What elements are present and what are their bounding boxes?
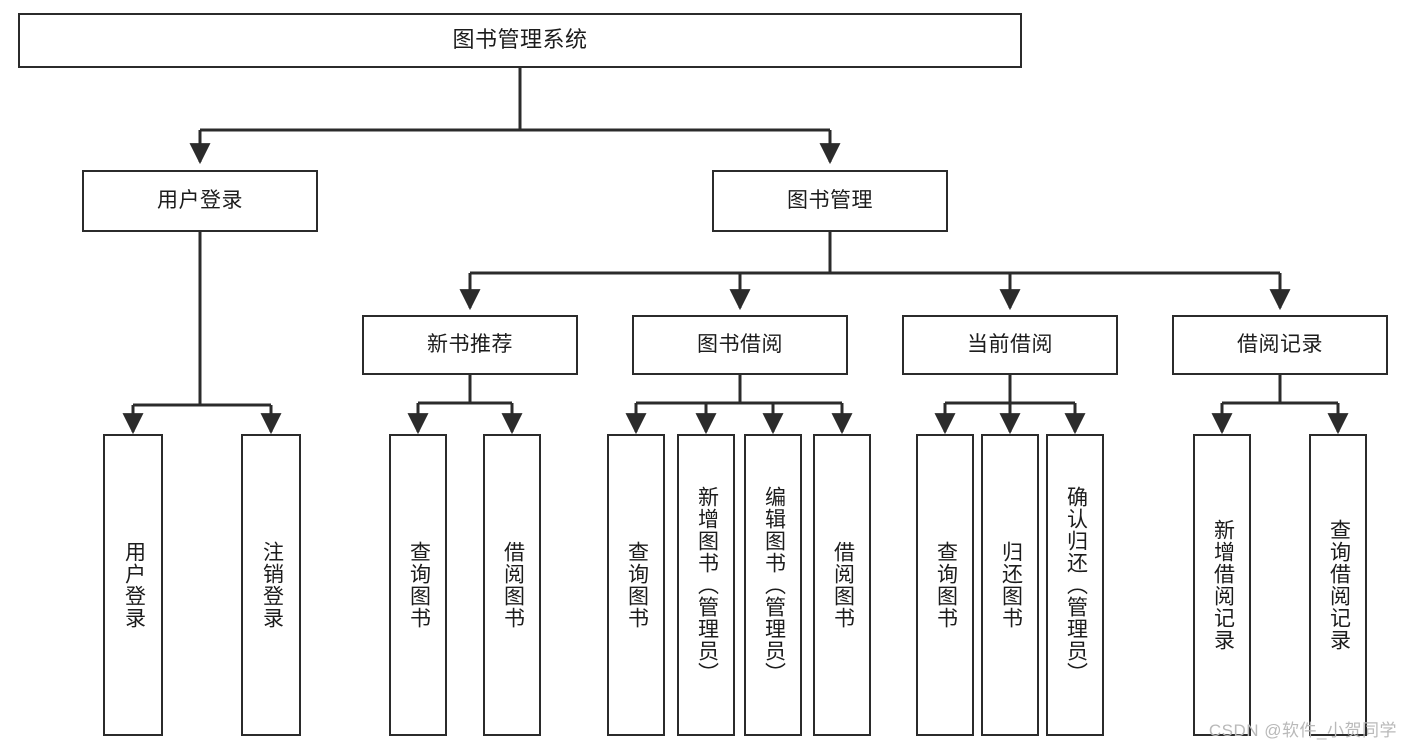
leaf-label: 查询借阅记录 (1327, 519, 1351, 651)
leaf-label: 编辑图书（管理员） (762, 486, 786, 684)
leaf-record-query[interactable]: 查询借阅记录 (1309, 434, 1367, 736)
node-book-borrow[interactable]: 图书借阅 (632, 315, 848, 375)
leaf-label: 新增图书（管理员） (695, 486, 719, 684)
leaf-label: 用户登录 (122, 541, 146, 629)
leaf-new-book-borrow[interactable]: 借阅图书 (483, 434, 541, 736)
node-new-book-recommend[interactable]: 新书推荐 (362, 315, 578, 375)
leaf-borrow-add-book-admin[interactable]: 新增图书（管理员） (677, 434, 735, 736)
node-root[interactable]: 图书管理系统 (18, 13, 1022, 68)
leaf-current-return-book[interactable]: 归还图书 (981, 434, 1039, 736)
leaf-current-confirm-return-admin[interactable]: 确认归还（管理员） (1046, 434, 1104, 736)
leaf-user-login-signout[interactable]: 注销登录 (241, 434, 301, 736)
leaf-borrow-query-book[interactable]: 查询图书 (607, 434, 665, 736)
leaf-record-add[interactable]: 新增借阅记录 (1193, 434, 1251, 736)
leaf-label: 归还图书 (999, 541, 1023, 629)
leaf-label: 查询图书 (625, 541, 649, 629)
node-root-label: 图书管理系统 (452, 27, 588, 53)
leaf-borrow-borrow-book[interactable]: 借阅图书 (813, 434, 871, 736)
leaf-borrow-edit-book-admin[interactable]: 编辑图书（管理员） (744, 434, 802, 736)
leaf-current-query-book[interactable]: 查询图书 (916, 434, 974, 736)
leaf-label: 借阅图书 (831, 541, 855, 629)
leaf-label: 新增借阅记录 (1211, 519, 1235, 651)
node-new-book-recommend-label: 新书推荐 (427, 333, 513, 357)
node-book-management-label: 图书管理 (787, 189, 873, 213)
leaf-label: 借阅图书 (501, 541, 525, 629)
leaf-label: 确认归还（管理员） (1064, 486, 1088, 684)
node-borrow-record-label: 借阅记录 (1237, 333, 1323, 357)
leaf-user-login-signin[interactable]: 用户登录 (103, 434, 163, 736)
node-current-borrow[interactable]: 当前借阅 (902, 315, 1118, 375)
leaf-label: 查询图书 (934, 541, 958, 629)
node-current-borrow-label: 当前借阅 (967, 333, 1053, 357)
node-user-login-label: 用户登录 (157, 189, 243, 213)
node-book-management[interactable]: 图书管理 (712, 170, 948, 232)
leaf-label: 查询图书 (407, 541, 431, 629)
watermark: CSDN @软件_小贺同学 (1208, 721, 1397, 740)
leaf-label: 注销登录 (260, 541, 284, 629)
node-borrow-record[interactable]: 借阅记录 (1172, 315, 1388, 375)
leaf-new-book-query[interactable]: 查询图书 (389, 434, 447, 736)
node-user-login[interactable]: 用户登录 (82, 170, 318, 232)
node-book-borrow-label: 图书借阅 (697, 333, 783, 357)
